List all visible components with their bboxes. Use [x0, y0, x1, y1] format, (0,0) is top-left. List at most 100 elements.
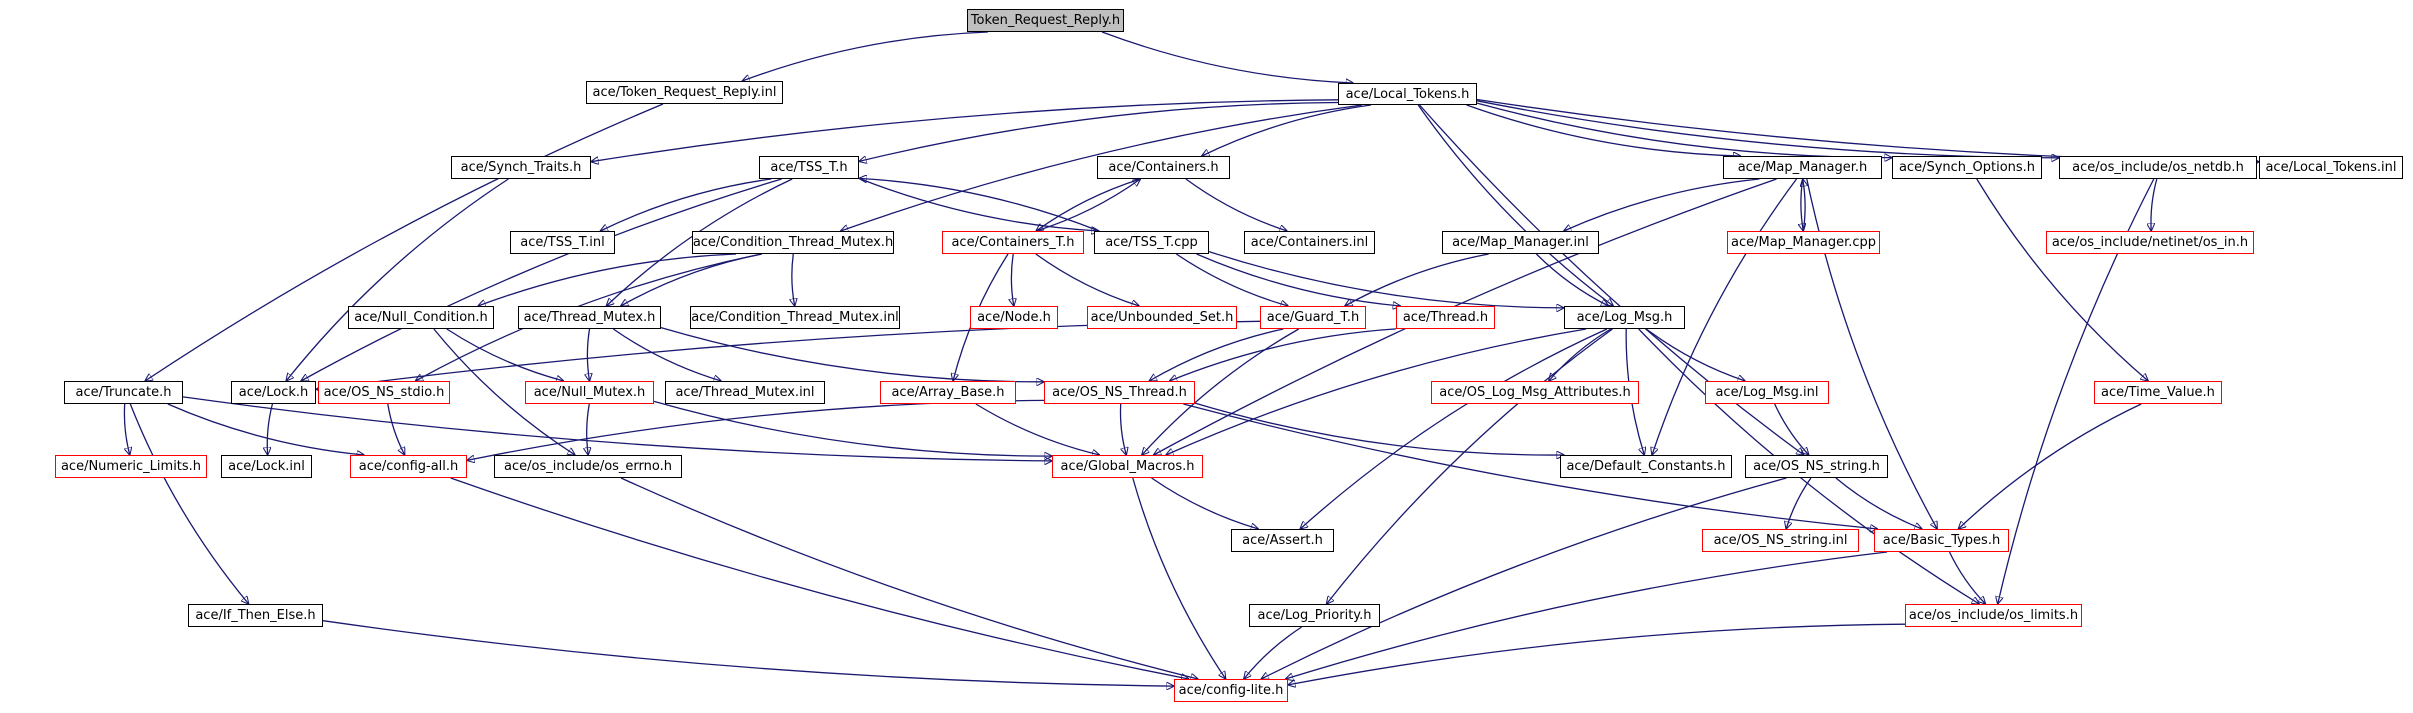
node-unbounded-set-h[interactable]: ace/Unbounded_Set.h — [1087, 306, 1237, 329]
node-netinet-os-in-h[interactable]: ace/os_include/netinet/os_in.h — [2046, 231, 2254, 254]
node-containers-t-h[interactable]: ace/Containers_T.h — [942, 231, 1084, 254]
node-global-macros-h[interactable]: ace/Global_Macros.h — [1052, 455, 1203, 478]
edge-local_tokens_h-to-synch_options — [1476, 102, 1892, 158]
node-map-manager-h[interactable]: ace/Map_Manager.h — [1723, 156, 1882, 179]
edge-log_msg_h-to-log_priority — [1327, 328, 1613, 604]
edge-guard_t-to-lock_h — [316, 320, 1261, 389]
edge-os_netdb-to-netinet_in — [2151, 178, 2158, 231]
node-node-h[interactable]: ace/Node.h — [970, 306, 1058, 329]
edge-local_tokens_h-to-synch_traits — [591, 99, 1339, 162]
node-synch-traits-h[interactable]: ace/Synch_Traits.h — [451, 156, 591, 179]
edge-log_msg_h-to-assert_h — [1300, 328, 1608, 529]
node-local-tokens-inl[interactable]: ace/Local_Tokens.inl — [2259, 156, 2403, 179]
edge-map_manager_inl-to-guard_t — [1345, 253, 1489, 306]
node-thread-h[interactable]: ace/Thread.h — [1396, 306, 1495, 329]
edge-log_msg_h-to-os_log_msg_attr — [1549, 328, 1612, 381]
edge-tss_t_cpp-to-tss_t_h — [859, 178, 1100, 232]
edge-os_ns_string_h-to-os_ns_string_inl — [1786, 477, 1812, 529]
node-condition-thread-mutex-inl[interactable]: ace/Condition_Thread_Mutex.inl — [690, 306, 900, 329]
edge-log_priority-to-config_lite — [1244, 626, 1303, 679]
node-os-ns-string-inl[interactable]: ace/OS_NS_string.inl — [1702, 529, 1859, 552]
node-thread-mutex-h[interactable]: ace/Thread_Mutex.h — [518, 306, 661, 329]
node-tss-t-inl[interactable]: ace/TSS_T.inl — [510, 231, 615, 254]
edge-global_macros-to-assert_h — [1151, 477, 1259, 529]
edge-synch_traits-to-lock_h — [286, 178, 509, 381]
edge-tss_t_h-to-tss_t_cpp — [858, 177, 1099, 231]
edge-array_base-to-global_macros — [975, 403, 1100, 455]
node-log-msg-h[interactable]: ace/Log_Msg.h — [1564, 306, 1685, 329]
node-array-base-h[interactable]: ace/Array_Base.h — [880, 381, 1016, 404]
edge-containers_t_h-to-node_h — [1011, 253, 1013, 306]
edge-cond_thread_mutex_h-to-null_condition — [478, 253, 737, 306]
node-os-ns-string-h[interactable]: ace/OS_NS_string.h — [1745, 455, 1888, 478]
node-os-netdb-h[interactable]: ace/os_include/os_netdb.h — [2059, 156, 2257, 179]
node-lock-inl[interactable]: ace/Lock.inl — [221, 455, 312, 478]
edge-os_ns_thread-to-default_constants — [1194, 402, 1564, 455]
node-synch-options-h[interactable]: ace/Synch_Options.h — [1892, 156, 2042, 179]
node-os-limits-h[interactable]: ace/os_include/os_limits.h — [1905, 604, 2082, 627]
node-tss-t-h[interactable]: ace/TSS_T.h — [759, 156, 859, 179]
edge-map_manager_h-to-default_constants — [1652, 178, 1798, 455]
edge-cond_thread_mutex_h-to-cond_thread_mutex_inl — [792, 253, 795, 306]
edge-tss_t_h-to-lock_h — [301, 178, 782, 381]
edge-local_tokens_h-to-map_manager_h — [1466, 104, 1741, 156]
node-token-request-reply-h: Token_Request_Reply.h — [967, 9, 1124, 32]
node-lock-h[interactable]: ace/Lock.h — [231, 381, 316, 404]
edge-os_ns_stdio-to-config_all — [387, 403, 405, 455]
edge-log_msg_inl-to-os_ns_string_h — [1774, 403, 1809, 455]
edge-synch_options-to-time_value — [1976, 178, 2148, 381]
node-config-lite-h[interactable]: ace/config-lite.h — [1174, 679, 1288, 702]
node-assert-h[interactable]: ace/Assert.h — [1231, 529, 1334, 552]
node-log-msg-inl[interactable]: ace/Log_Msg.inl — [1705, 381, 1829, 404]
edge-os_ns_thread-to-basic_types — [1183, 403, 1877, 529]
edge-thread_h-to-os_ns_thread — [1170, 328, 1397, 381]
node-time-value-h[interactable]: ace/Time_Value.h — [2094, 381, 2222, 404]
node-null-mutex-h[interactable]: ace/Null_Mutex.h — [525, 381, 654, 404]
edge-log_msg_h-to-global_macros — [1166, 328, 1587, 455]
edge-lock_h-to-lock_inl — [267, 403, 274, 455]
edge-os_errno-to-config_lite — [620, 477, 1198, 679]
edge-map_manager_cpp-to-map_manager_h — [1803, 179, 1805, 232]
node-token-request-reply-inl[interactable]: ace/Token_Request_Reply.inl — [586, 81, 783, 104]
node-truncate-h[interactable]: ace/Truncate.h — [64, 381, 183, 404]
edge-os_ns_string_h-to-basic_types — [1835, 477, 1922, 529]
node-numeric-limits-h[interactable]: ace/Numeric_Limits.h — [55, 455, 207, 478]
node-thread-mutex-inl[interactable]: ace/Thread_Mutex.inl — [665, 381, 825, 404]
node-os-log-msg-attributes-h[interactable]: ace/OS_Log_Msg_Attributes.h — [1431, 381, 1639, 404]
edge-map_manager_h-to-basic_types — [1806, 178, 1937, 529]
node-guard-t-h[interactable]: ace/Guard_T.h — [1260, 306, 1366, 329]
node-config-all-h[interactable]: ace/config-all.h — [350, 455, 467, 478]
node-containers-h[interactable]: ace/Containers.h — [1097, 156, 1230, 179]
edge-local_tokens_h-to-cond_thread_mutex_h — [841, 104, 1363, 231]
node-map-manager-cpp[interactable]: ace/Map_Manager.cpp — [1727, 231, 1880, 254]
edge-os_ns_thread-to-global_macros — [1119, 403, 1126, 455]
edge-containers_h-to-containers_inl — [1185, 178, 1287, 231]
node-if-then-else-h[interactable]: ace/If_Then_Else.h — [188, 604, 323, 627]
edge-null_mutex-to-os_errno — [587, 403, 590, 455]
edge-truncate_h-to-if_then_else — [129, 403, 248, 604]
edge-local_tokens_h-to-containers_h — [1202, 104, 1372, 156]
node-local-tokens-h[interactable]: ace/Local_Tokens.h — [1338, 83, 1477, 105]
node-log-priority-h[interactable]: ace/Log_Priority.h — [1249, 604, 1380, 627]
edge-local_tokens_h-to-os_netdb — [1476, 100, 2059, 158]
edge-guard_t-to-os_ns_thread — [1149, 328, 1284, 381]
node-null-condition-h[interactable]: ace/Null_Condition.h — [348, 306, 494, 329]
edge-os_ns_string_h-to-config_lite — [1261, 477, 1787, 679]
node-os-ns-thread-h[interactable]: ace/OS_NS_Thread.h — [1044, 381, 1195, 404]
edge-map_manager_h-to-global_macros — [1154, 178, 1777, 455]
edge-root-to-local_tokens_h — [1101, 31, 1353, 83]
node-os-ns-stdio-h[interactable]: ace/OS_NS_stdio.h — [318, 381, 450, 404]
node-os-errno-h[interactable]: ace/os_include/os_errno.h — [494, 455, 682, 478]
node-default-constants-h[interactable]: ace/Default_Constants.h — [1560, 455, 1732, 478]
edge-thread_mutex_h-to-thread_mutex_inl — [612, 328, 721, 381]
node-containers-inl[interactable]: ace/Containers.inl — [1244, 231, 1375, 254]
node-map-manager-inl[interactable]: ace/Map_Manager.inl — [1442, 231, 1599, 254]
node-tss-t-cpp[interactable]: ace/TSS_T.cpp — [1094, 231, 1209, 254]
edge-truncate_h-to-global_macros — [182, 396, 1052, 461]
node-condition-thread-mutex-h[interactable]: ace/Condition_Thread_Mutex.h — [692, 231, 894, 254]
edge-basic_types-to-config_lite — [1286, 551, 1888, 679]
edge-if_then_else-to-config_lite — [322, 620, 1174, 686]
node-basic-types-h[interactable]: ace/Basic_Types.h — [1874, 529, 2009, 552]
edge-null_condition-to-os_errno — [433, 328, 575, 455]
